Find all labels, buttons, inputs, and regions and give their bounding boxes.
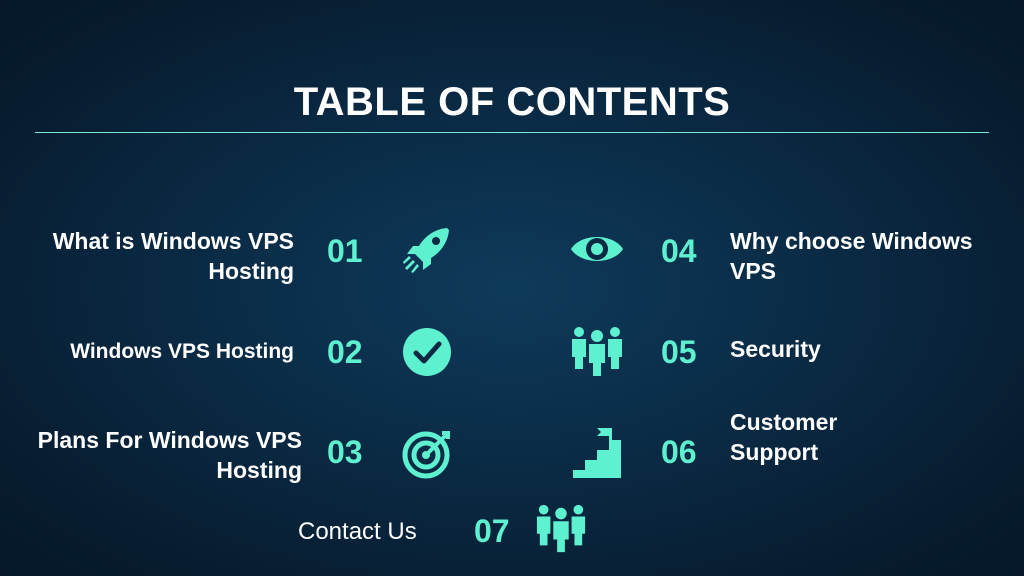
stairs-flag-icon [571,428,623,480]
toc-item-07-number: 07 [474,513,510,549]
toc-item-07-label[interactable]: Contact Us [298,518,417,545]
toc-item-05-label[interactable]: Security [730,334,1020,364]
toc-item-06-label-line2: Support [730,439,819,465]
rocket-icon [401,224,453,276]
toc-item-02-label[interactable]: Windows VPS Hosting [0,337,294,367]
toc-item-06-number: 06 [661,434,697,470]
toc-item-06-label-line1: Customer [730,409,838,435]
toc-item-05-number: 05 [661,334,697,370]
page-title: TABLE OF CONTENTS [293,80,731,124]
eye-icon [569,231,625,267]
people-icon [570,325,624,377]
toc-item-02-number: 02 [327,334,363,370]
toc-item-04-label-line2: VPS [730,258,777,284]
toc-item-01-label-line1: What is Windows VPS [52,228,294,254]
toc-item-01-label[interactable]: What is Windows VPS Hosting [0,226,294,286]
toc-item-01-number: 01 [327,233,363,269]
toc-item-04-label-line1: Why choose Windows [730,228,973,254]
toc-item-02-label-line1: Windows VPS Hosting [70,340,294,363]
toc-item-06-label[interactable]: Customer Support [730,407,1020,467]
target-icon [402,427,454,479]
toc-item-03-label-line2: Hosting [216,457,302,483]
toc-item-03-label-line1: Plans For Windows VPS [37,427,302,453]
toc-item-04-number: 04 [661,233,697,269]
toc-item-01-label-line2: Hosting [208,258,294,284]
title-divider [35,132,989,133]
toc-item-04-label[interactable]: Why choose Windows VPS [730,226,1020,286]
toc-item-05-label-line1: Security [730,336,821,362]
people-icon [535,502,587,554]
toc-item-03-label[interactable]: Plans For Windows VPS Hosting [0,425,302,485]
toc-item-03-number: 03 [327,434,363,470]
check-circle-icon [402,327,452,377]
